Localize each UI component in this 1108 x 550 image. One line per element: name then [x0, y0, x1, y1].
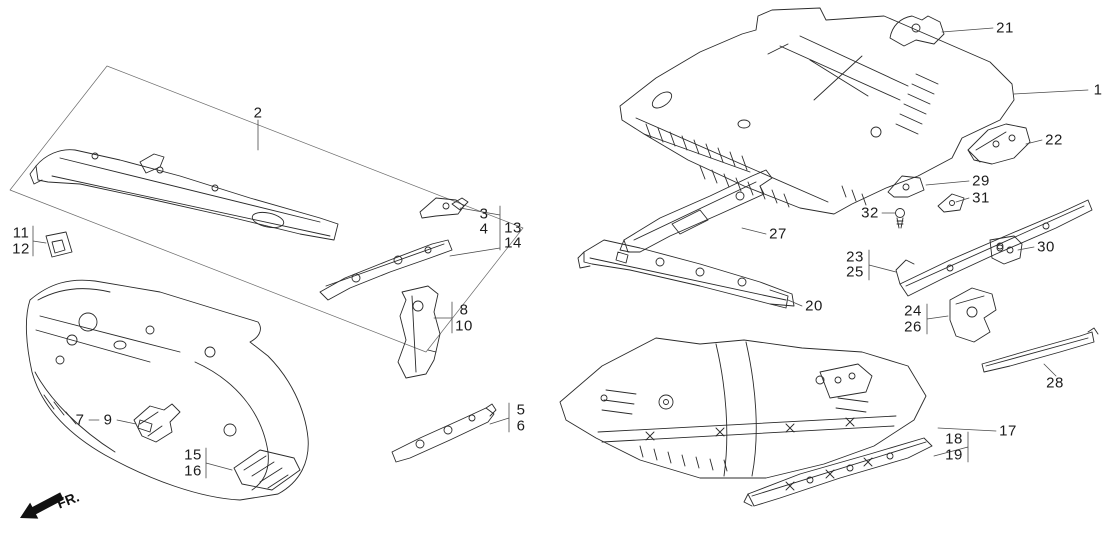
part-18-19-sill — [743, 437, 933, 507]
callout-leader-lines — [32, 27, 1089, 479]
boundary-box-left — [9, 65, 524, 353]
part-27-crossmember — [619, 169, 773, 253]
part-31-bracket — [937, 193, 965, 213]
part-3-4-bracket — [419, 197, 469, 219]
part-20-crossmember — [577, 239, 795, 309]
part-21-bracket — [889, 15, 945, 47]
part-lower-dash — [25, 279, 309, 501]
part-1-rear-floor — [619, 7, 1015, 215]
part-15-16-vent — [233, 449, 301, 491]
part-5-6-rail — [391, 403, 497, 463]
part-29-bracket — [887, 175, 925, 198]
part-8-10-pillar — [397, 285, 441, 379]
part-17-front-floor — [559, 337, 927, 479]
part-24-26-bracket — [949, 287, 997, 343]
part-30-block — [989, 235, 1023, 265]
part-23-25-rail — [895, 199, 1093, 297]
fr-arrow — [20, 492, 64, 519]
part-22-bracket — [967, 123, 1031, 165]
part-7-9-bracket — [133, 403, 181, 443]
part-11-12-clip — [45, 231, 73, 258]
part-32-bolt — [895, 208, 905, 229]
part-13-14-rail — [319, 239, 453, 301]
part-2-dash-upper — [29, 149, 339, 241]
part-28-rail — [981, 327, 1099, 373]
